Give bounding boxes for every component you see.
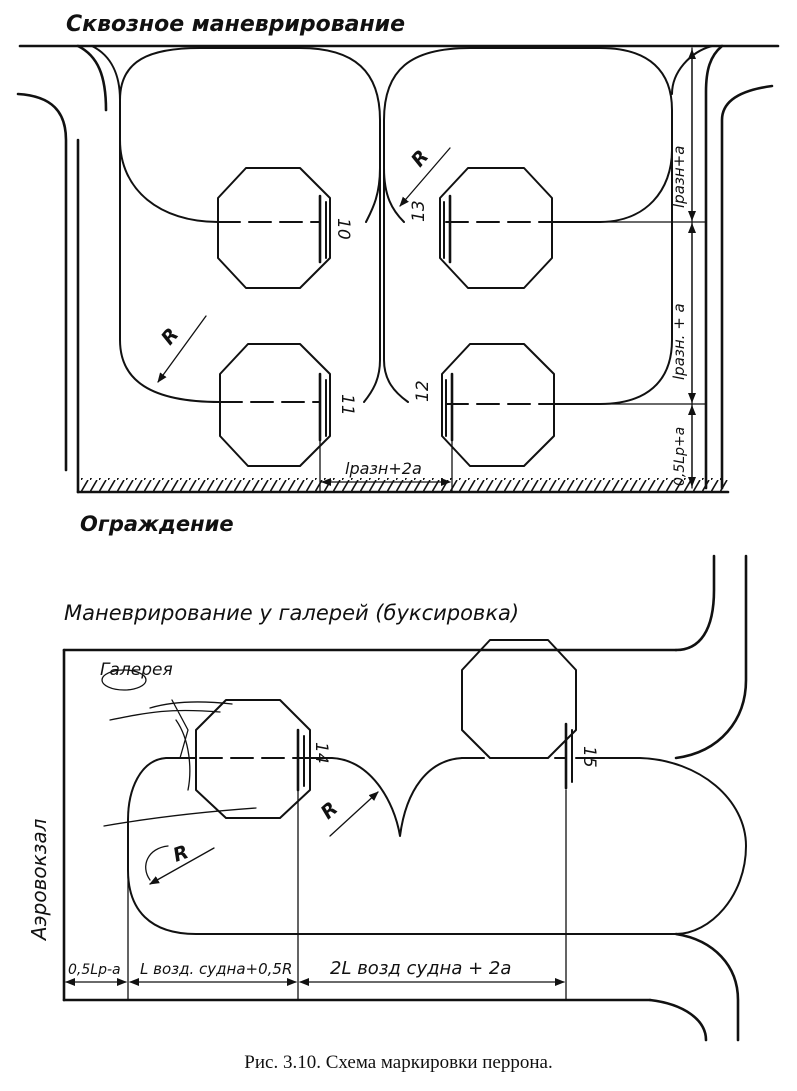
stand-number-13: 13 <box>409 200 429 222</box>
radius-sketch-curl <box>145 845 169 881</box>
stand-number-12: 12 <box>413 380 433 402</box>
gallery-mark <box>101 669 147 691</box>
dim-label-left: 0,5Lp-a <box>68 962 121 978</box>
radius-label-left: R <box>170 841 191 867</box>
dim-label-lraz-a-lower: lразн. + a <box>670 303 688 380</box>
stand-10 <box>217 167 331 289</box>
gallery-bridge-lower <box>103 807 257 827</box>
stand-number-15: 15 <box>579 746 599 768</box>
right-taxiway-lower-b <box>648 998 708 1042</box>
terminal-label: Аэровокзал <box>27 818 51 942</box>
guideline-right-loop <box>383 45 713 405</box>
gallery-label: Галерея <box>100 660 173 680</box>
top-panel-title: Сквозное маневрирование <box>66 12 405 37</box>
dim-label-half-lp-a: 0,5Lp+a <box>672 427 688 486</box>
stand-11 <box>219 343 331 467</box>
right-taxiway-lower-a <box>674 932 740 1042</box>
stand-14 <box>195 699 311 819</box>
radius-arrow-lower <box>157 315 207 383</box>
right-taxiway-middle <box>674 554 748 760</box>
stand-number-14: 14 <box>311 742 331 764</box>
dim-label-right: 2L возд судна + 2a <box>330 958 511 979</box>
right-taxiway-upper <box>674 554 716 652</box>
top-panel: Сквозное маневрирование Ограждение <box>16 12 780 536</box>
stand-number-11: 11 <box>337 394 357 416</box>
left-taxiway-inner <box>76 44 108 112</box>
towing-guideline <box>127 757 747 935</box>
fence-label: Ограждение <box>80 512 234 536</box>
dim-label-lraz-a-upper: lразн+a <box>670 146 688 208</box>
gallery-bridge-diag <box>175 719 191 791</box>
bottom-panel: Маневрирование у галерей (буксировка) Га… <box>27 554 748 1042</box>
bottom-panel-title: Маневрирование у галерей (буксировка) <box>64 601 519 625</box>
radius-label-right: R <box>317 798 343 824</box>
right-taxiway-outer <box>720 84 774 490</box>
radius-label-lower: R <box>157 324 183 349</box>
radius-label-upper: R <box>407 146 433 171</box>
stand-number-10: 10 <box>333 218 353 240</box>
dim-label-mid: L возд. судна+0,5R <box>140 960 292 978</box>
stand-12 <box>441 343 555 467</box>
guideline-left-loop <box>91 45 381 403</box>
stand-15 <box>461 639 577 790</box>
fence-hatching <box>80 478 728 491</box>
radius-arrow-left <box>149 847 215 885</box>
left-taxiway-edge <box>16 92 68 472</box>
gallery-bridge-upper <box>109 699 233 759</box>
right-taxiway-edge <box>704 44 724 490</box>
stand-13 <box>439 167 553 289</box>
dim-label-lraz-2a: lразн+2a <box>345 459 422 478</box>
figure-caption: Рис. 3.10. Схема маркировки перрона. <box>244 1052 553 1073</box>
radius-arrow-right <box>329 791 379 837</box>
radius-arrow-upper <box>399 147 451 207</box>
